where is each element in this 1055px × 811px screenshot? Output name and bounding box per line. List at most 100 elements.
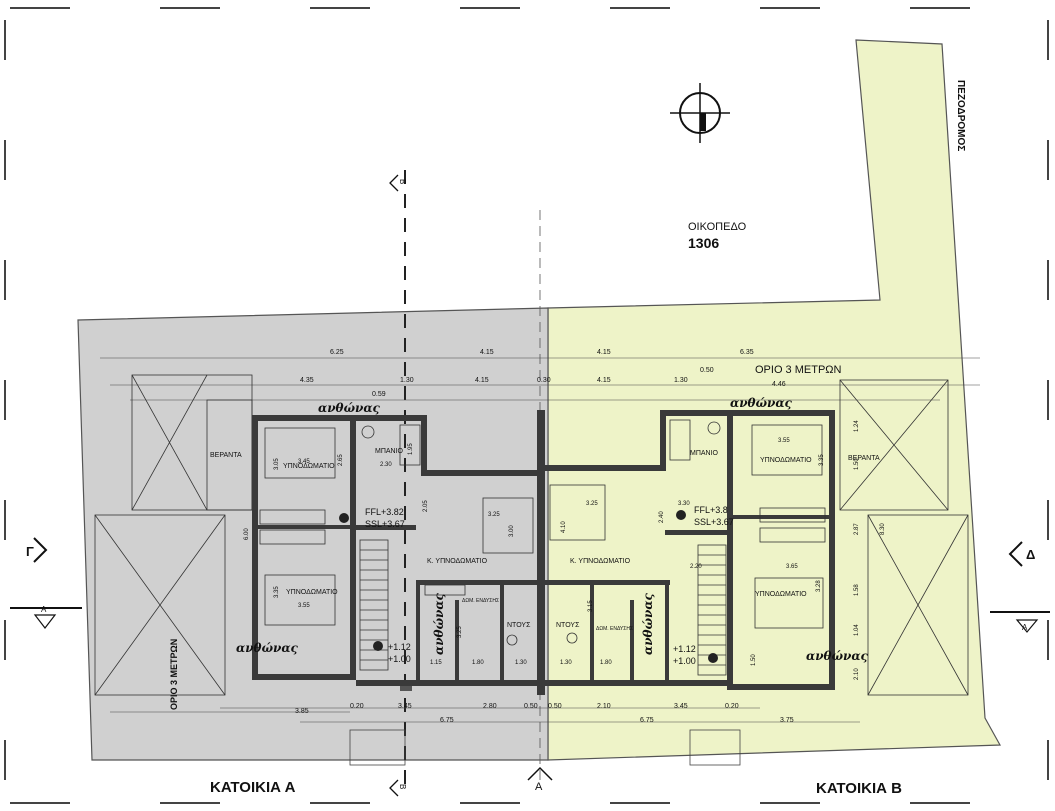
dim-bot-b3: 3.45 (674, 703, 688, 710)
dim-top-a1: 6.25 (330, 349, 344, 356)
dim-b-180: 1.80 (600, 660, 612, 666)
section-marker-a-bottom (527, 766, 553, 781)
dim-top-b2: 6.35 (740, 349, 754, 356)
dim-bot-a3: 3.45 (398, 703, 412, 710)
b-bedroom1-label: ΥΠΝΟΔΩΜΑΤΙΟ (760, 457, 812, 464)
dim-a-bed1-h: 3.05 (274, 458, 280, 470)
dim-a-master-h: 3.00 (509, 525, 515, 537)
dim-b-104: 1.04 (854, 624, 860, 636)
dim-a-205: 2.05 (423, 500, 429, 512)
dim-a-195: 1.95 (408, 443, 414, 455)
section-marker-a-right (990, 611, 1050, 633)
a-veranda-label: ΒΕΡΑΝΤΑ (210, 452, 242, 459)
dim-bot2-b: 6.75 (640, 717, 654, 724)
house-a-walls (252, 410, 545, 695)
dim-bot-b2: 2.10 (597, 703, 611, 710)
dim-b-150b: 1.50 (751, 654, 757, 666)
section-marker-b-top (389, 174, 399, 192)
house-b-fixtures (549, 419, 826, 676)
dim-r2-a2: 1.30 (400, 377, 414, 384)
veranda-a (94, 374, 253, 696)
a-level1: +1.12 (388, 642, 411, 652)
setback-label-left: ΟΡΙΟ 3 ΜΕΤΡΩΝ (169, 639, 179, 710)
b-master-label: Κ. ΥΠΝΟΔΩΜΑΤΙΟ (570, 558, 631, 565)
dim-b-830: 8.30 (880, 523, 886, 535)
dim-b-158: 1.58 (854, 584, 860, 596)
dim-r2-b2: 1.30 (674, 377, 688, 384)
a-level2: +1.00 (388, 654, 411, 664)
house-a-fixtures (259, 424, 534, 671)
dim-b-287: 2.87 (854, 523, 860, 535)
b-ffl: FFL+3.8 (694, 505, 728, 515)
dim-a-115: 1.15 (430, 660, 442, 666)
dim-a-059: 0.59 (372, 391, 386, 398)
section-marker-a-left (10, 607, 82, 629)
plot-number: 1306 (688, 235, 719, 251)
a-planter-top: ανθώνας (318, 401, 381, 415)
plot-label: ΟΙΚΟΠΕΔΟ (688, 221, 747, 233)
dim-a-master-w: 3.25 (488, 512, 500, 518)
a-master-label: Κ. ΥΠΝΟΔΩΜΑΤΙΟ (427, 558, 488, 565)
entry-steps (349, 686, 741, 766)
dim-b-220: 2.20 (690, 564, 702, 570)
section-b-bottom-label: Β (398, 784, 407, 789)
section-a-left-label: Α (41, 605, 47, 614)
a-bedroom2-label: ΥΠΝΟΔΩΜΑΤΙΟ (286, 589, 338, 596)
a-bath-label: ΜΠΑΝΙΟ (375, 448, 404, 455)
dim-b-bed1-w: 3.55 (778, 438, 790, 444)
b-planter-bottom: ανθώνας (806, 649, 869, 663)
dim-bot-a2: 0.20 (350, 703, 364, 710)
dim-b-130: 1.30 (560, 660, 572, 666)
dimension-lines-bottom (110, 707, 860, 723)
dim-b-bed1-h: 3.35 (819, 454, 825, 466)
dim-b-240: 2.40 (659, 511, 665, 523)
dim-a-bath-w: 2.30 (380, 462, 392, 468)
b-ssl: SSL+3.67 (694, 517, 734, 527)
section-marker-delta (1008, 541, 1023, 567)
dim-b-315: 3.15 (588, 600, 594, 612)
dim-r2-mid: 0.30 (537, 377, 551, 384)
veranda-b (839, 379, 969, 696)
dim-r2-b1: 4.15 (597, 377, 611, 384)
dim-r2-a3: 4.15 (475, 377, 489, 384)
section-marker-gamma (33, 537, 48, 563)
section-marker-b-bottom (389, 779, 399, 797)
section-b-top-label: Β (398, 179, 407, 184)
dim-a-bed2-h: 3.35 (274, 586, 280, 598)
dim-b-bed2-h: 3.28 (816, 580, 822, 592)
dim-b-bed2-w: 3.65 (786, 564, 798, 570)
dim-b-master-h: 4.10 (561, 521, 567, 533)
road-label: ΠΕΖΟΔΡΟΜΟΣ (955, 80, 966, 151)
dim-b-330: 3.30 (678, 501, 690, 507)
b-bedroom2-label: ΥΠΝΟΔΩΜΑΤΙΟ (755, 591, 807, 598)
dim-r2-a1: 4.35 (300, 377, 314, 384)
b-dressing-label: ΔΩΜ. ΕΝΔΥΣΗΣ (596, 626, 633, 632)
section-delta-label: Δ (1026, 547, 1035, 562)
b-shower-label: ΝΤΟΥΣ (556, 622, 580, 629)
dim-bot-a1: 3.85 (295, 708, 309, 715)
house-a-area (77, 307, 549, 761)
dim-r2-b4: 4.46 (772, 381, 786, 388)
b-veranda-label: ΒΕΡΑΝΤΑ (848, 455, 880, 462)
section-a-bottom-label: Α (535, 781, 543, 793)
dim-bot-a4: 2.80 (483, 703, 497, 710)
b-level1: +1.12 (673, 644, 696, 654)
dim-a-325: 3.25 (457, 626, 463, 638)
drawing-border (4, 7, 1050, 804)
house-b-label: ΚΑΤΟΙΚΙΑ Β (816, 780, 902, 797)
dim-bot2-c: 3.75 (780, 717, 794, 724)
section-gamma-label: Γ (26, 544, 34, 559)
dim-top-b1: 4.15 (597, 349, 611, 356)
a-dressing-label: ΔΩΜ. ΕΝΔΥΣΗΣ (462, 598, 499, 604)
dimension-lines-top (100, 357, 980, 401)
dim-bot-b1: 0.50 (548, 703, 562, 710)
a-bedroom1-label: ΥΠΝΟΔΩΜΑΤΙΟ (283, 463, 335, 470)
dim-a-bed1-w: 3.45 (298, 459, 310, 465)
dim-a-180: 1.80 (472, 660, 484, 666)
dim-bot-b4: 0.20 (725, 703, 739, 710)
house-a-label: ΚΑΤΟΙΚΙΑ Α (210, 779, 296, 796)
dim-bot-a5: 0.50 (524, 703, 538, 710)
dim-b-210: 2.10 (854, 668, 860, 680)
b-planter-mid: ανθώνας (641, 592, 655, 655)
